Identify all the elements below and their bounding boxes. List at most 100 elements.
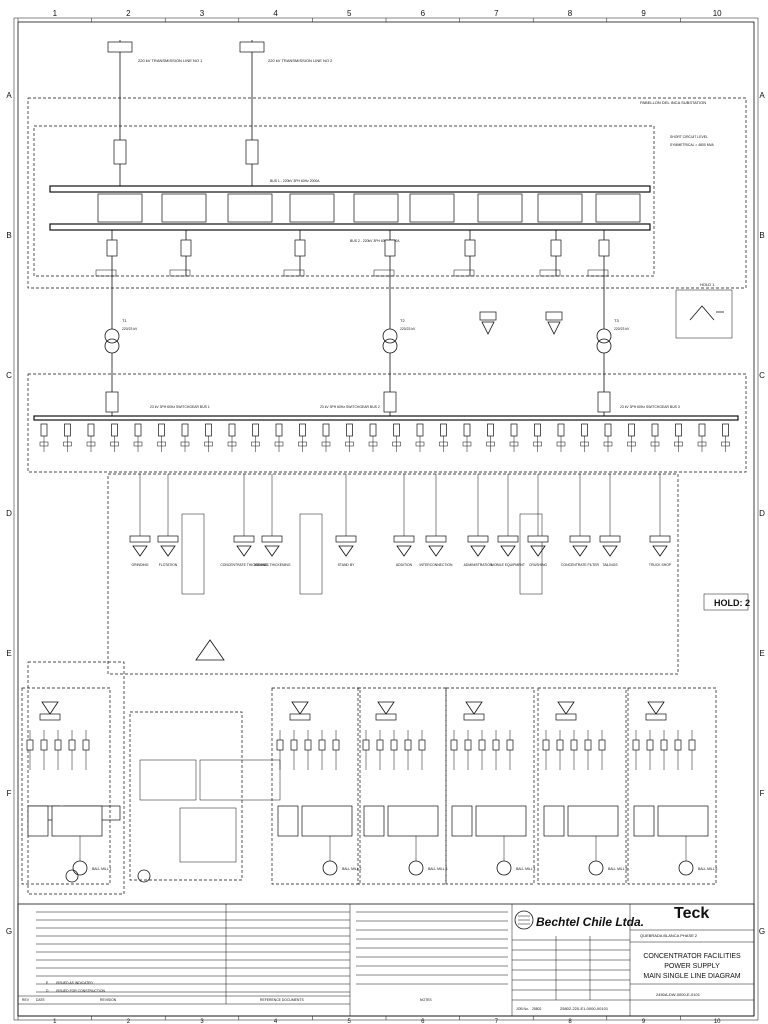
bay-tag bbox=[95, 269, 117, 277]
bus-section bbox=[227, 193, 273, 223]
column-label-top: 5 bbox=[347, 9, 352, 18]
row-label-right: D bbox=[759, 509, 765, 518]
mv-breaker bbox=[651, 423, 659, 437]
line-1-protection-box bbox=[107, 41, 133, 53]
drive-relay bbox=[39, 713, 61, 721]
bus-section bbox=[97, 193, 143, 223]
mv-breaker bbox=[487, 423, 494, 437]
drive-motor-icon bbox=[496, 860, 512, 876]
bay-tag bbox=[539, 269, 561, 277]
feeder-label: INTERCONNECTION bbox=[420, 563, 454, 567]
drive-branch-breaker bbox=[82, 739, 90, 751]
mv-breaker bbox=[346, 423, 353, 437]
reference-document-rows bbox=[36, 911, 350, 993]
feeder-relay bbox=[335, 535, 357, 543]
hv-feeder-bays bbox=[95, 230, 610, 277]
mv-breaker bbox=[393, 423, 400, 437]
column-label-bottom: 4 bbox=[274, 1019, 278, 1024]
bay-breaker bbox=[598, 239, 610, 257]
mv-bus-3-label: 23 kV 3PH 60Hz SWITCHGEAR BUS 3 bbox=[620, 405, 680, 409]
drive-transformer-icon bbox=[291, 701, 309, 715]
line-2-label: 220 kV TRANSMISSION LINE NO 2 bbox=[268, 58, 333, 63]
bus-section bbox=[477, 193, 523, 223]
feeder-relay bbox=[569, 535, 591, 543]
transformer-t3-label: T3 bbox=[614, 318, 619, 323]
drive-branch-breaker bbox=[418, 739, 426, 751]
drive-cycloconverter bbox=[301, 805, 353, 837]
drawing-number: 25802-220-E1-0000-00101 bbox=[560, 1006, 609, 1011]
bus-2-label: BUS 2 - 220kV 3PH 60Hz 2000A bbox=[350, 239, 400, 243]
drive-branch-breaker bbox=[464, 739, 472, 751]
drive-transformer-icon bbox=[557, 701, 575, 715]
feeder-transformer-icon bbox=[470, 545, 486, 557]
column-label-bottom: 10 bbox=[714, 1019, 721, 1024]
revision-desc-header: REVISION bbox=[100, 998, 117, 1002]
bay-tag bbox=[283, 269, 305, 277]
mv-ct bbox=[204, 441, 213, 447]
feeder-relay bbox=[497, 535, 519, 543]
mv-ct bbox=[157, 441, 166, 447]
drive-branch-breaker bbox=[584, 739, 592, 751]
feeder-relay bbox=[467, 535, 489, 543]
mv-ct bbox=[298, 441, 307, 447]
column-label-top: 10 bbox=[713, 9, 722, 18]
mv-ct bbox=[274, 441, 284, 447]
substation-boundary bbox=[27, 97, 747, 289]
auxiliary-distribution bbox=[27, 639, 281, 895]
hold-2-box bbox=[703, 593, 749, 611]
drive-group: BALL MILL 1 bbox=[21, 687, 111, 885]
drive-group: BALL MILL 6 bbox=[627, 687, 717, 885]
drive-boundary bbox=[357, 687, 447, 885]
mv-ct bbox=[39, 441, 49, 447]
mv-ct bbox=[86, 441, 96, 447]
row-label-left: C bbox=[6, 371, 12, 380]
column-label-top: 1 bbox=[53, 9, 58, 18]
mv-ct bbox=[345, 441, 354, 447]
revision-e-id: E bbox=[46, 981, 49, 985]
row-label-right: A bbox=[759, 91, 765, 100]
transformer-t1-lv bbox=[104, 338, 120, 354]
bus-1-label: BUS 1 - 220kV 3PH 60Hz 2000A bbox=[270, 179, 320, 183]
bay-breaker bbox=[384, 239, 396, 257]
bay-tag bbox=[373, 269, 395, 277]
mv-ct bbox=[509, 441, 519, 447]
drive-motor-icon bbox=[408, 860, 424, 876]
sheet-outer-border bbox=[13, 17, 759, 1021]
bay-breaker bbox=[106, 239, 118, 257]
mv-breaker bbox=[40, 423, 48, 437]
column-label-bottom: 9 bbox=[642, 1019, 646, 1024]
mv-breaker bbox=[64, 423, 71, 437]
approval-rows bbox=[512, 936, 630, 1000]
mv-breaker bbox=[722, 423, 729, 437]
drive-rectifier bbox=[363, 805, 385, 837]
bay-tag bbox=[587, 269, 609, 277]
mv-bus-1-label: 23 kV 3PH 60Hz SWITCHGEAR BUS 1 bbox=[150, 405, 210, 409]
transformer-t3-lv bbox=[596, 338, 612, 354]
switchgear-23kv: 23 kV 3PH 60Hz SWITCHGEAR BUS 1 23 kV 3P… bbox=[27, 373, 747, 473]
mv-breaker bbox=[604, 423, 612, 437]
feeder-transformer-icon bbox=[264, 545, 280, 557]
drive-branch-breaker bbox=[542, 739, 550, 751]
drive-motor-icon bbox=[72, 860, 88, 876]
gis-bay-area bbox=[33, 125, 655, 277]
drive-rectifier bbox=[451, 805, 473, 837]
mv-bus bbox=[33, 415, 739, 421]
mv-ct bbox=[721, 441, 730, 447]
revision-d-id: D bbox=[46, 989, 49, 993]
revision-rev-header: REV bbox=[22, 998, 30, 1002]
revision-e-desc: ISSUED AS INDICATED bbox=[56, 981, 93, 985]
drive-branch-breaker bbox=[318, 739, 326, 751]
feeder-label: CONCENTRATE FILTER bbox=[561, 563, 599, 567]
column-label-bottom: 5 bbox=[348, 1019, 352, 1024]
mv-breaker bbox=[111, 423, 118, 437]
mv-breaker bbox=[322, 423, 330, 437]
drive-relay bbox=[375, 713, 397, 721]
feeder-relay bbox=[649, 535, 671, 543]
row-label-right: F bbox=[760, 789, 765, 798]
column-label-top: 8 bbox=[568, 9, 573, 18]
mv-breaker bbox=[557, 423, 565, 437]
mv-ct bbox=[321, 441, 331, 447]
bay-tag bbox=[169, 269, 191, 277]
main-transformers: T1 T2 T3 220/23 kV 220/23 kV 220/23 kV bbox=[104, 276, 630, 416]
